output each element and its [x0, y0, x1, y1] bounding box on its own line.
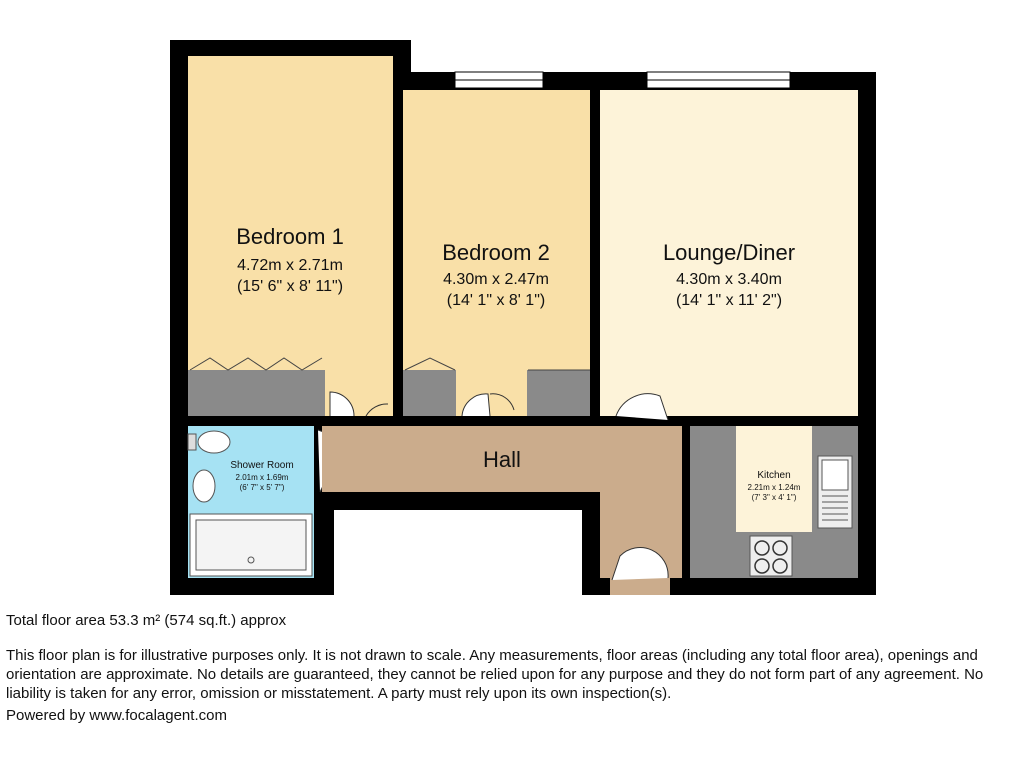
bedroom-1: Bedroom 1 4.72m x 2.71m (15' 6" x 8' 11"… — [188, 56, 393, 417]
bedroom-2-name: Bedroom 2 — [442, 240, 550, 265]
lounge-imperial: (14' 1" x 11' 2") — [676, 292, 782, 309]
lounge-name: Lounge/Diner — [663, 240, 795, 265]
hall: Hall — [316, 426, 682, 595]
bedroom-2: Bedroom 2 4.30m x 2.47m (14' 1" x 8' 1") — [403, 71, 590, 417]
total-floor-area: Total floor area 53.3 m² (574 sq.ft.) ap… — [6, 612, 287, 629]
wardrobe-door-icon — [189, 357, 323, 371]
bedroom-1-name: Bedroom 1 — [236, 224, 344, 249]
kitchen-imperial: (7' 3" x 4' 1") — [752, 493, 797, 502]
wardrobe-door-icon — [404, 357, 456, 371]
shower-room-name: Shower Room — [230, 460, 293, 471]
kitchen-metric: 2.21m x 1.24m — [748, 483, 801, 492]
kitchen-name: Kitchen — [757, 470, 790, 481]
floor-plan: Bedroom 1 4.72m x 2.71m (15' 6" x 8' 11"… — [170, 40, 876, 595]
bedroom-2-imperial: (14' 1" x 8' 1") — [447, 292, 545, 309]
basin-icon — [192, 469, 216, 503]
bedroom-2-wardrobe-left — [403, 370, 456, 416]
shower-room: Shower Room 2.01m x 1.69m (6' 7" x 5' 7"… — [187, 426, 347, 578]
toilet-icon — [197, 430, 231, 454]
powered-by: Powered by www.focalagent.com — [6, 707, 227, 724]
lounge-diner: Lounge/Diner 4.30m x 3.40m (14' 1" x 11'… — [600, 71, 858, 421]
bedroom-2-wardrobe-right — [527, 370, 590, 416]
door-swing-icon — [611, 546, 669, 581]
bedroom-1-imperial: (15' 6" x 8' 11") — [237, 278, 343, 295]
door-swing-icon — [461, 393, 491, 417]
shower-room-metric: 2.01m x 1.69m — [236, 473, 289, 482]
hall-name: Hall — [483, 447, 521, 472]
bedroom-2-metric: 4.30m x 2.47m — [443, 271, 549, 288]
door-swing-icon — [615, 393, 669, 421]
lounge-metric: 4.30m x 3.40m — [676, 271, 782, 288]
door-swing-icon — [329, 391, 355, 417]
entrance — [610, 578, 670, 595]
bedroom-1-metric: 4.72m x 2.71m — [237, 257, 343, 274]
shower-room-imperial: (6' 7" x 5' 7") — [240, 483, 285, 492]
disclaimer-text: This floor plan is for illustrative purp… — [6, 647, 984, 702]
kitchen: Kitchen 2.21m x 1.24m (7' 3" x 4' 1") — [690, 426, 858, 578]
bedroom-1-wardrobe — [188, 370, 325, 416]
